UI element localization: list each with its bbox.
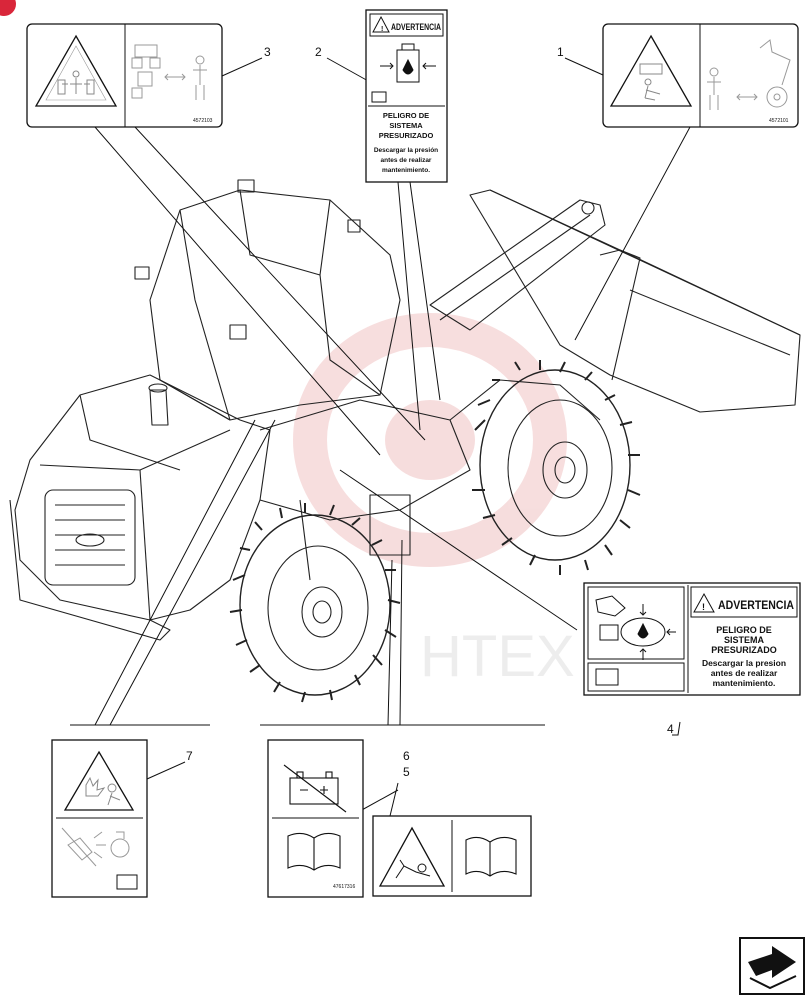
manual-book-icon — [287, 832, 341, 871]
decal-3-part-number: 4572103 — [193, 118, 213, 124]
decal-2-line1: PELIGRO DE — [383, 111, 429, 120]
decal-4-line4: Descargar la presion — [702, 658, 786, 668]
warning-triangle-icon — [693, 592, 715, 613]
pressurized-accumulator-icon — [595, 595, 676, 660]
decal-4-line2: SISTEMA — [724, 635, 765, 645]
loader-cab — [149, 189, 401, 421]
next-page-arrow-icon[interactable] — [739, 937, 805, 995]
callout-1: 1 — [557, 45, 564, 59]
corner-marker — [0, 0, 16, 16]
callout-3: 3 — [264, 45, 271, 59]
loader-hood — [14, 374, 271, 621]
no-spark-icon — [61, 827, 130, 867]
pressurized-tank-icon — [380, 43, 436, 83]
decal-4-line1: PELIGRO DE — [716, 625, 772, 635]
callout-2: 2 — [315, 45, 322, 59]
callout-5: 5 — [403, 765, 410, 779]
decal-2-line2: SISTEMA — [389, 121, 423, 130]
decal-7 — [51, 739, 148, 898]
decal-2-line6: mantenimiento. — [382, 167, 430, 174]
leader-1 — [564, 57, 691, 341]
decal-3: 4572103 — [26, 23, 223, 128]
leader-4 — [339, 469, 681, 736]
decal-4-line5: antes de realizar — [711, 668, 778, 678]
warning-triangle-icon — [34, 34, 118, 107]
svg-text:!: ! — [381, 26, 383, 33]
loader-grille — [44, 489, 136, 586]
leader-5-6 — [260, 539, 545, 817]
crush-hazard-icon — [57, 70, 95, 95]
manual-icon — [116, 874, 138, 890]
warning-triangle-icon — [378, 826, 446, 887]
leader-2 — [326, 57, 441, 431]
run-over-hazard-icon — [639, 63, 663, 101]
decal-4: ! ADVERTENCIA PELIGRO DE SISTEMA PRESURI… — [583, 582, 801, 696]
decal-1-part-number: 4572101 — [769, 118, 789, 124]
decal-5 — [372, 815, 532, 897]
wheel-loader-illustration — [9, 179, 801, 703]
warning-triangle-icon — [63, 750, 135, 811]
callout-4: 4 — [667, 722, 674, 736]
callout-7: 7 — [186, 749, 193, 763]
decal-6: 47617316 — [267, 739, 364, 898]
decal-4-header: ADVERTENCIA — [718, 598, 794, 612]
warning-triangle-icon — [609, 34, 693, 107]
decal-2-header: ADVERTENCIA — [391, 22, 441, 32]
leader-3 — [94, 57, 426, 456]
watermark-text: HTEX — [420, 624, 575, 689]
leader-7 — [70, 419, 276, 780]
decal-2-line5: antes de realizar — [381, 157, 432, 164]
decal-4-line6: mantenimiento. — [713, 678, 776, 688]
decal-2: ! ADVERTENCIA PELIGRO DE SISTEMA PRESURI… — [365, 9, 448, 183]
watermark: HTEX — [293, 313, 575, 689]
entanglement-hazard-icon — [395, 859, 431, 879]
svg-text:!: ! — [702, 602, 705, 612]
rear-wheel — [472, 360, 641, 575]
decal-6-part-number: 47617316 — [333, 884, 355, 890]
decal-2-line4: Descargar la presión — [374, 147, 438, 154]
manual-icon — [595, 668, 619, 686]
warning-triangle-icon — [372, 15, 390, 33]
decal-1: 4572101 — [602, 23, 799, 128]
loader-boom-arm — [429, 199, 606, 331]
leader-lines — [70, 57, 691, 817]
explosion-hazard-icon — [85, 776, 121, 806]
keep-distance-icon — [707, 39, 791, 110]
keep-distance-icon — [131, 44, 207, 100]
no-battery-icon — [283, 764, 347, 813]
manual-book-icon — [465, 836, 517, 877]
decal-2-line3: PRESURIZADO — [379, 131, 434, 140]
manual-icon — [371, 91, 387, 103]
callout-numbers: 1 2 3 4 5 6 7 — [186, 45, 674, 779]
decal-4-line3: PRESURIZADO — [711, 645, 777, 655]
callout-6: 6 — [403, 749, 410, 763]
